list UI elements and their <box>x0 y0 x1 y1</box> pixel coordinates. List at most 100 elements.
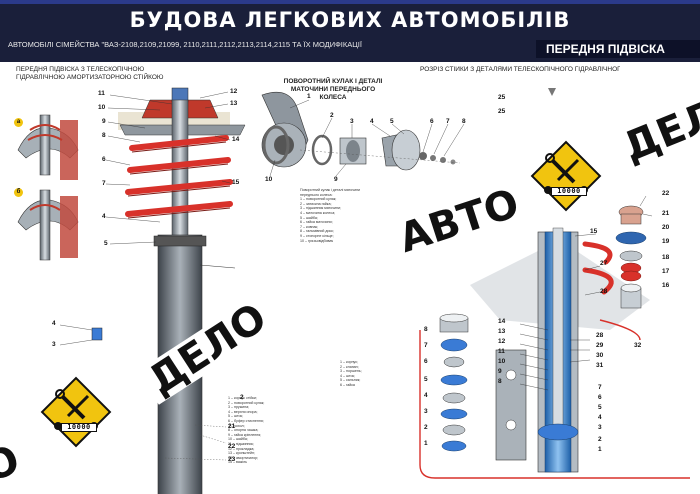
hub-exploded-drawing <box>261 91 461 171</box>
callout: 27 <box>600 260 608 267</box>
caption-right: РОЗРІЗ СТІЙКИ З ДЕТАЛЯМИ ТЕЛЕСКОПІЧНОГО … <box>420 66 620 73</box>
callout: 2 <box>330 112 334 119</box>
right-top-parts <box>615 205 647 309</box>
callout: 8 <box>462 118 466 125</box>
callout: 21 <box>228 423 236 430</box>
header-stripe <box>0 0 700 4</box>
callout: 9 <box>102 118 106 125</box>
page-title: БУДОВА ЛЕГКОВИХ АВТОМОБІЛІВ <box>129 8 571 32</box>
callout: 3 <box>52 341 56 348</box>
callout: 8 <box>498 378 502 385</box>
callout: 11 <box>98 90 105 97</box>
callout: 3 <box>424 408 428 415</box>
odometer-counter: 10000 <box>551 187 587 196</box>
callout: 4 <box>424 392 428 399</box>
main-strut-drawing <box>118 87 246 494</box>
callout: 4 <box>370 118 374 125</box>
callout: 2 <box>598 436 602 443</box>
small-bushing <box>91 327 103 341</box>
callout: 5 <box>424 376 428 383</box>
detail-label-a: а <box>14 118 23 127</box>
legend-right: 1 – корпус; 2 – клапан; 3 – поршень; 4 –… <box>340 360 362 387</box>
callout: 10 <box>98 104 106 111</box>
callout: 31 <box>596 362 604 369</box>
legend-bottom: 1 – корпус стійки; 2 – поворотний кулак;… <box>228 396 265 465</box>
wrench-screwdriver-icon <box>40 376 112 448</box>
callout: 2 <box>424 424 428 431</box>
bolt-icon <box>548 88 556 96</box>
detail-b-drawing <box>17 189 79 261</box>
main-strut-leaders <box>59 91 231 346</box>
callout: 15 <box>590 228 598 235</box>
header-banner: БУДОВА ЛЕГКОВИХ АВТОМОБІЛІВ АВТОМОБІЛІ С… <box>0 0 700 62</box>
detail-label-b: б <box>14 188 23 197</box>
callout: 19 <box>662 238 670 245</box>
caption-left: ПЕРЕДНЯ ПІДВІСКА З ТЕЛЕСКОПІЧНОЮ ГІДРАВЛ… <box>16 66 164 81</box>
callout: 13 <box>230 100 238 107</box>
callout: 22 <box>662 190 670 197</box>
detail-a-drawing <box>17 114 79 180</box>
callout: 16 <box>662 282 670 289</box>
callout: 3 <box>598 424 602 431</box>
callout: 23 <box>228 456 236 463</box>
callout: 29 <box>596 342 604 349</box>
callout: 1 <box>424 440 428 447</box>
callout: 17 <box>662 268 670 275</box>
callout: 25 <box>498 108 506 115</box>
callout: 4 <box>52 320 56 327</box>
avtodelo-logo-bottom: 10000 <box>40 376 112 448</box>
callout: 7 <box>446 118 450 125</box>
callout: 14 <box>232 136 240 143</box>
callout: 22 <box>228 443 236 450</box>
callout: 32 <box>634 342 642 349</box>
callout: 20 <box>662 224 670 231</box>
callout: 14 <box>498 318 506 325</box>
caption-middle: ПОВОРОТНИЙ КУЛАК І ДЕТАЛІ МАТОЧИНИ ПЕРЕД… <box>283 78 383 101</box>
hub-leaders <box>269 99 465 177</box>
callout: 2 <box>240 394 244 401</box>
callout: 25 <box>498 94 506 101</box>
red-frame-line <box>419 330 690 479</box>
callout: 7 <box>102 180 106 187</box>
callout: 28 <box>600 288 608 295</box>
avtodelo-logo-top: 10000 <box>530 140 602 212</box>
legend-middle: Поворотний кулак і деталі маточини перед… <box>300 188 361 243</box>
callout: 10 <box>498 358 506 365</box>
callout: 12 <box>230 88 238 95</box>
page-subtitle: АВТОМОБІЛІ СІМЕЙСТВА "ВАЗ-2108,2109,2109… <box>8 40 362 49</box>
callout: 6 <box>424 358 428 365</box>
callout: 7 <box>424 342 428 349</box>
right-strut-section <box>470 227 650 473</box>
callout: 4 <box>598 414 602 421</box>
callout: 13 <box>498 328 506 335</box>
callout: 9 <box>498 368 502 375</box>
callout: 1 <box>307 93 311 100</box>
callout: 5 <box>104 240 108 247</box>
callout: 1 <box>598 446 602 453</box>
right-leaders <box>519 195 653 391</box>
bottom-leaders <box>164 424 227 461</box>
callout: 15 <box>232 179 240 186</box>
callout: 3 <box>350 118 354 125</box>
callout: 5 <box>390 118 394 125</box>
odometer-counter: 10000 <box>61 423 97 432</box>
section-title: ПЕРЕДНЯ ПІДВІСКА <box>536 40 700 58</box>
callout: 6 <box>598 394 602 401</box>
callout: 6 <box>102 156 106 163</box>
wrench-screwdriver-icon <box>530 140 602 212</box>
callout: 8 <box>102 132 106 139</box>
callout: 28 <box>596 332 604 339</box>
callout: 6 <box>430 118 434 125</box>
callout: 10 <box>265 176 273 183</box>
callout: 11 <box>498 348 505 355</box>
callout: 7 <box>598 384 602 391</box>
callout: 4 <box>102 213 106 220</box>
callout: 12 <box>498 338 506 345</box>
callout: 5 <box>598 404 602 411</box>
right-exploded-stack <box>439 313 469 452</box>
callout: 30 <box>596 352 604 359</box>
callout: 18 <box>662 254 670 261</box>
callout: 9 <box>334 176 338 183</box>
callout: 8 <box>424 326 428 333</box>
